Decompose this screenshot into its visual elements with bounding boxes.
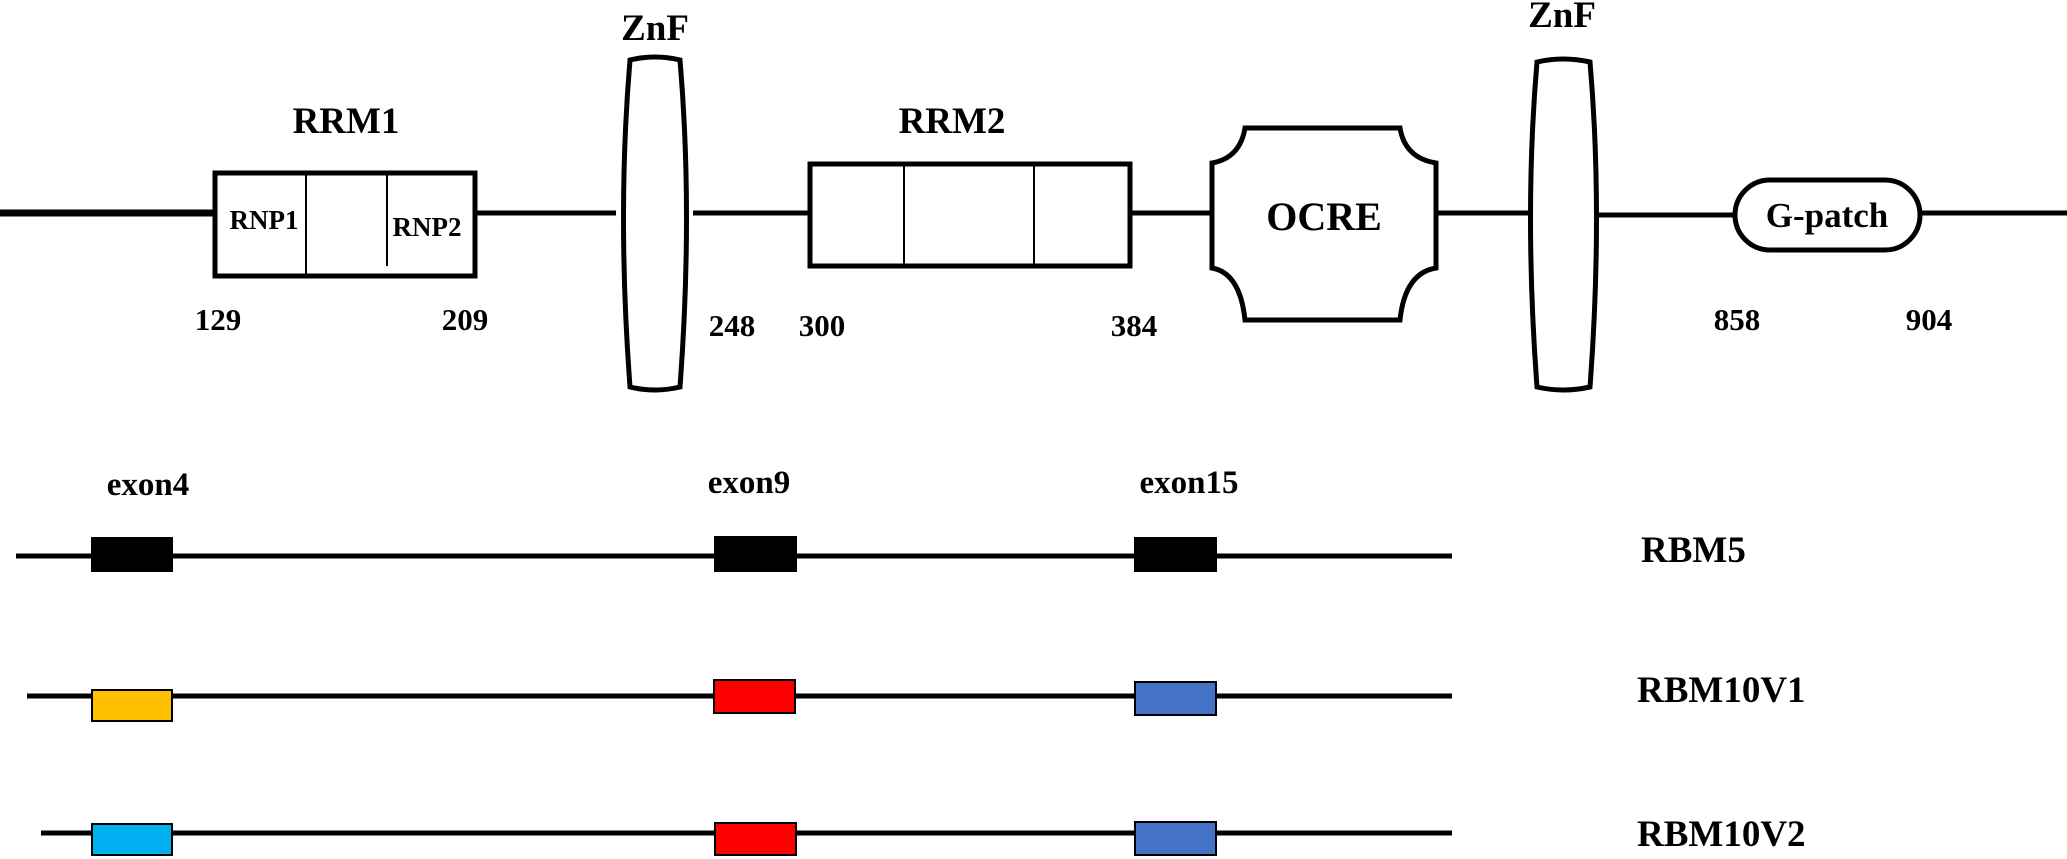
- rrm2-box: [807, 161, 1133, 269]
- rrm2-label: RRM2: [899, 101, 1006, 142]
- exon15-block: [1134, 681, 1217, 716]
- rrm1-label: RRM1: [293, 101, 400, 142]
- ocre-domain: OCRE: [1209, 125, 1439, 323]
- znf1-end-position: 248: [709, 308, 756, 343]
- gpatch-end-position: 904: [1906, 302, 1953, 337]
- rrm1-box: [212, 170, 478, 279]
- exon-label: exon4: [107, 467, 190, 503]
- track-name: RBM10V2: [1637, 814, 1806, 855]
- znf2-domain: ZnF: [1528, 0, 1599, 393]
- gpatch-label: G-patch: [1766, 196, 1889, 235]
- gpatch-shape: [1732, 177, 1923, 253]
- rnp1-label: RNP1: [230, 205, 299, 235]
- exon15-block: [1134, 821, 1217, 856]
- znf1-label: ZnF: [621, 8, 689, 49]
- rrm2-end-position: 384: [1111, 308, 1158, 343]
- exon4-block: [91, 689, 173, 722]
- znf2-shape: [1528, 56, 1599, 393]
- track-name: RBM10V1: [1637, 670, 1806, 711]
- rrm1-end-position: 209: [442, 302, 489, 337]
- exon-label: exon9: [708, 465, 791, 501]
- znf1-domain: ZnF 248: [621, 8, 756, 393]
- exon-labels: exon4 exon9 exon15: [107, 465, 1239, 503]
- exon4-block: [91, 537, 173, 572]
- gpatch-domain: G-patch 858 904: [1714, 177, 1953, 337]
- track-rbm10v1: RBM10V1: [27, 670, 1806, 722]
- ocre-label: OCRE: [1266, 194, 1382, 239]
- rrm2-domain: RRM2 300 384: [799, 101, 1158, 343]
- znf2-label: ZnF: [1528, 0, 1596, 36]
- exon9-block: [714, 822, 797, 856]
- ocre-shape: [1209, 125, 1439, 323]
- rrm1-start-position: 129: [195, 302, 242, 337]
- gpatch-start-position: 858: [1714, 302, 1761, 337]
- exon15-block: [1134, 537, 1217, 572]
- track-name: RBM5: [1641, 530, 1746, 571]
- exon9-block: [713, 679, 796, 714]
- track-rbm10v2: RBM10V2: [41, 814, 1806, 856]
- exon9-block: [714, 536, 797, 572]
- track-rbm5: RBM5: [16, 530, 1746, 572]
- rnp2-label: RNP2: [393, 212, 462, 242]
- rrm1-domain: RRM1 RNP1 RNP2 129 209: [195, 101, 489, 337]
- znf1-shape: [621, 54, 689, 393]
- exon-label: exon15: [1140, 465, 1239, 501]
- exon4-block: [91, 823, 173, 856]
- protein-backbone: [0, 209, 2067, 218]
- rrm2-start-position: 300: [799, 308, 846, 343]
